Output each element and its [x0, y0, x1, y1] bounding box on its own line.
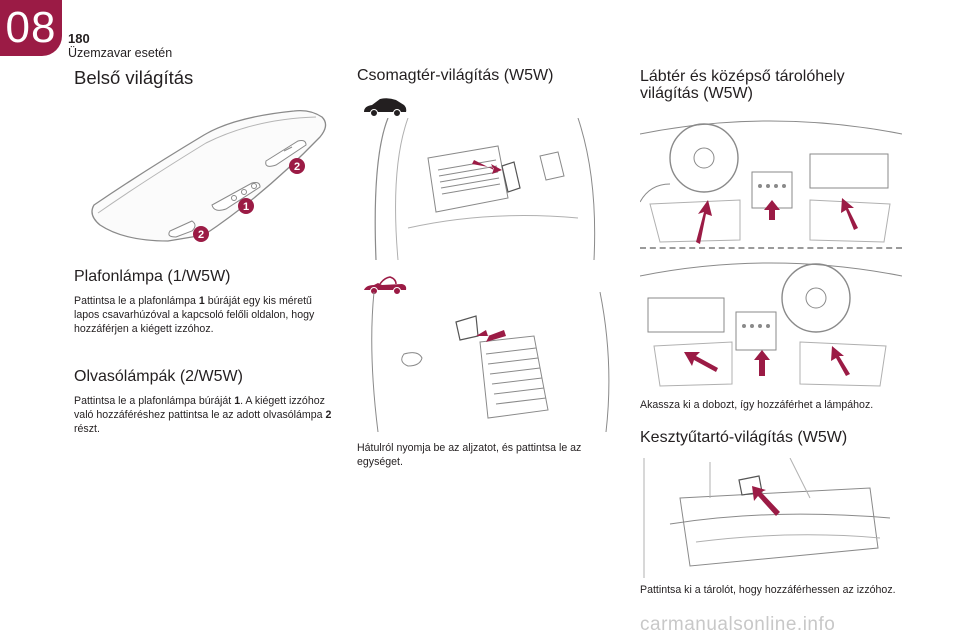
chapter-number: 08	[5, 3, 57, 52]
boot-lighting-title: Csomagtér-világítás (W5W)	[357, 67, 554, 84]
footwell-convertible-illustration	[640, 254, 902, 388]
footwell-dashboard-illustration	[640, 114, 902, 244]
page-number: 180	[68, 31, 90, 46]
footwell-lighting-text: Akassza ki a dobozt, így hozzáférhet a l…	[640, 399, 874, 411]
watermark: carmanualsonline.info	[640, 614, 836, 635]
ceiling-lamp-illustration	[84, 95, 334, 255]
boot-lamp-convertible-illustration	[368, 292, 620, 432]
reading-lamps-title: Olvasólámpák (2/W5W)	[74, 368, 243, 385]
callout-2-upper-label: 2	[294, 161, 300, 173]
figure-divider	[640, 247, 902, 249]
boot-lamp-hatchback-illustration	[368, 118, 620, 260]
reading-lamps-text: Pattintsa le a plafonlámpa búráját 1. A …	[74, 395, 332, 435]
interior-lighting-title: Belső világítás	[74, 67, 194, 88]
glovebox-illustration	[640, 458, 902, 578]
callout-1-label: 1	[243, 201, 249, 213]
callout-2-upper: 2	[288, 157, 306, 175]
chapter-tab: 08	[0, 0, 62, 56]
glovebox-lighting-title: Kesztyűtartó-világítás (W5W)	[640, 429, 848, 446]
hatchback-icon	[362, 96, 408, 118]
glovebox-lighting-text: Pattintsa ki a tárolót, hogy hozzáférhes…	[640, 584, 896, 596]
callout-1: 1	[237, 197, 255, 215]
convertible-icon	[362, 275, 408, 297]
boot-lighting-text: Hátulról nyomja be az aljzatot, és patti…	[357, 442, 582, 468]
ceiling-lamp-title: Plafonlámpa (1/W5W)	[74, 268, 231, 285]
callout-2-lower-label: 2	[198, 229, 204, 241]
callout-2-lower: 2	[192, 225, 210, 243]
footwell-lighting-title: Lábtér és középső tárolóhely világítás (…	[640, 68, 845, 102]
section-label: Üzemzavar esetén	[68, 46, 173, 60]
ceiling-lamp-text: Pattintsa le a plafonlámpa 1 búráját egy…	[74, 295, 315, 335]
